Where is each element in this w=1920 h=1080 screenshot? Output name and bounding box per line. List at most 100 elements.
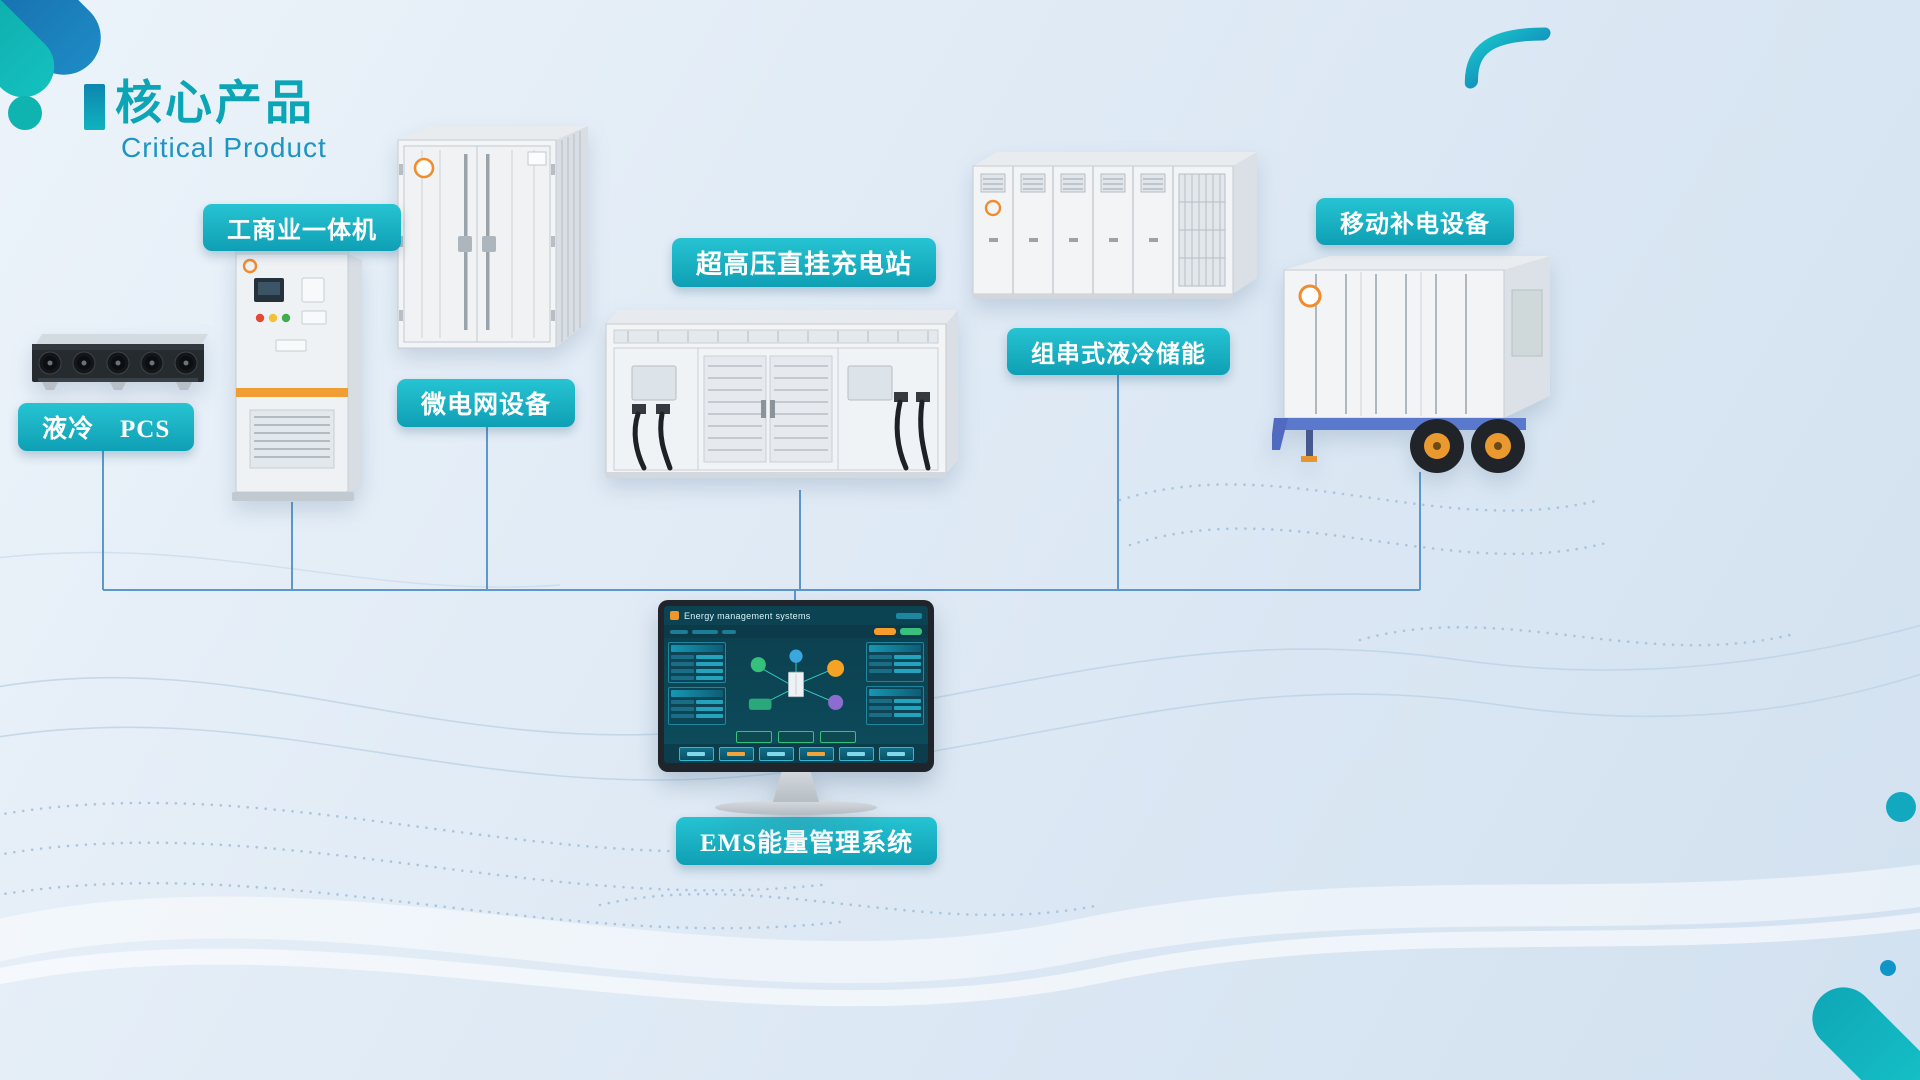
mobile-side-window [1511, 289, 1543, 357]
charging-roof-vent [613, 329, 939, 344]
label-microgrid-equipment: 微电网设备 [397, 379, 576, 427]
product-mobile-power-trailer [1272, 256, 1550, 473]
product-liquid-cooled-pcs [32, 334, 208, 390]
pcs-bracket-left [42, 382, 58, 390]
ems-right-column [866, 642, 924, 725]
ems-mode-badge [874, 628, 896, 635]
label-ems-system: EMS能量管理系统 [676, 817, 938, 865]
ems-subsystem-box [778, 730, 814, 743]
cabinet-indicator-lights [255, 313, 291, 323]
ems-footer-button [838, 746, 874, 761]
ems-flow-diagram [730, 642, 862, 725]
page-subtitle: Critical Product [121, 132, 327, 164]
ems-screen: Energy management systems [664, 606, 928, 763]
ems-status-bar [664, 625, 928, 638]
microgrid-lock-rods [458, 154, 496, 330]
cabinet-brand-logo-icon [242, 258, 258, 274]
pcs-fan-icons [38, 351, 198, 375]
cabinet-orange-stripe [236, 388, 348, 397]
ems-footer-button [718, 746, 754, 761]
ems-data-panel [668, 687, 726, 725]
charging-top-face [606, 310, 958, 324]
monitor-stand-neck [773, 772, 819, 802]
mobile-brand-logo-icon [1298, 284, 1322, 308]
ems-footer-button [758, 746, 794, 761]
ems-subsystem-box [736, 730, 772, 743]
page-title: 核心产品 [115, 76, 315, 129]
label-hv-charging-station: 超高压直挂充电站 [672, 238, 937, 287]
microgrid-side-face [556, 126, 588, 348]
storage-door-vents [980, 173, 1166, 193]
ems-run-badge [900, 628, 922, 635]
ems-screen-title: Energy management systems [684, 610, 811, 621]
microgrid-side-louver [561, 131, 581, 342]
ems-subsystem-box [820, 730, 856, 743]
title-accent-bar [84, 84, 105, 130]
monitor-stand-base [715, 800, 877, 815]
cabinet-vent-louver [249, 409, 335, 469]
mobile-wheel-right [1471, 419, 1525, 473]
product-microgrid-container [397, 126, 588, 349]
ems-status-item [670, 629, 688, 634]
ems-logo-icon [670, 611, 679, 620]
ems-screen-body [664, 638, 928, 729]
ems-inverter-box-icon [748, 698, 772, 710]
storage-door-handles [989, 238, 1158, 242]
pcs-front-top-edge [32, 344, 204, 350]
label-liquid-cooled-pcs: 液冷 PCS [18, 403, 195, 451]
cabinet-keypad [301, 277, 325, 303]
microgrid-label-plate [527, 151, 547, 166]
cabinet-display-inner [258, 282, 280, 295]
charging-left-screen [631, 365, 677, 401]
storage-door-splits [1012, 166, 1174, 294]
ems-node-purple-icon [828, 694, 844, 710]
microgrid-door-ribs [421, 150, 535, 338]
ems-data-panel [866, 685, 924, 725]
ems-screen-header: Energy management systems [664, 606, 928, 625]
monitor-bezel: Energy management systems [658, 600, 934, 772]
corner-dot-top-left [8, 96, 42, 130]
ems-node-orange-icon [827, 659, 845, 677]
cabinet-side-face [348, 254, 362, 492]
charging-center-doors [697, 347, 839, 471]
ems-node-green-icon [750, 657, 766, 673]
ems-status-item [722, 629, 736, 634]
cabinet-switch-plate [301, 310, 327, 325]
ems-left-column [668, 642, 726, 725]
storage-end-vent-grid [1178, 173, 1226, 287]
ems-monitor: Energy management systems [658, 600, 934, 815]
storage-base [973, 294, 1233, 299]
microgrid-brand-logo-icon [413, 157, 435, 179]
cabinet-top-cap [236, 248, 348, 255]
ems-footer-button [798, 746, 834, 761]
side-dot-bottom-right [1880, 960, 1896, 976]
side-dot-right [1886, 792, 1916, 822]
mobile-wheel-left [1410, 419, 1464, 473]
product-string-liquid-cooled-storage [972, 152, 1257, 299]
mobile-door-splits [1360, 272, 1422, 416]
charging-side-face [946, 310, 958, 474]
charging-base [606, 472, 946, 478]
ems-subsystem-row [664, 729, 928, 744]
ems-data-panel [668, 642, 726, 683]
label-commercial-all-in-one: 工商业一体机 [203, 204, 401, 251]
cabinet-name-plate [275, 339, 307, 352]
product-hv-charging-station [605, 310, 958, 478]
label-string-storage: 组串式液冷储能 [1007, 328, 1230, 375]
storage-side-face [1233, 152, 1257, 294]
storage-brand-logo-icon [984, 199, 1002, 217]
pcs-top-face [36, 334, 208, 344]
ems-data-panel [866, 642, 924, 682]
pcs-bottom-rail [38, 378, 198, 382]
title-block: 核心产品 Critical Product [84, 76, 327, 164]
ems-status-item [692, 629, 718, 634]
charging-left-cables [632, 404, 673, 471]
pcs-bracket-right [176, 382, 192, 390]
cabinet-base [232, 492, 354, 501]
charging-right-screen [847, 365, 893, 401]
ems-footer-menu [664, 744, 928, 763]
mobile-top-face [1284, 256, 1550, 270]
microgrid-top-face [398, 126, 588, 140]
